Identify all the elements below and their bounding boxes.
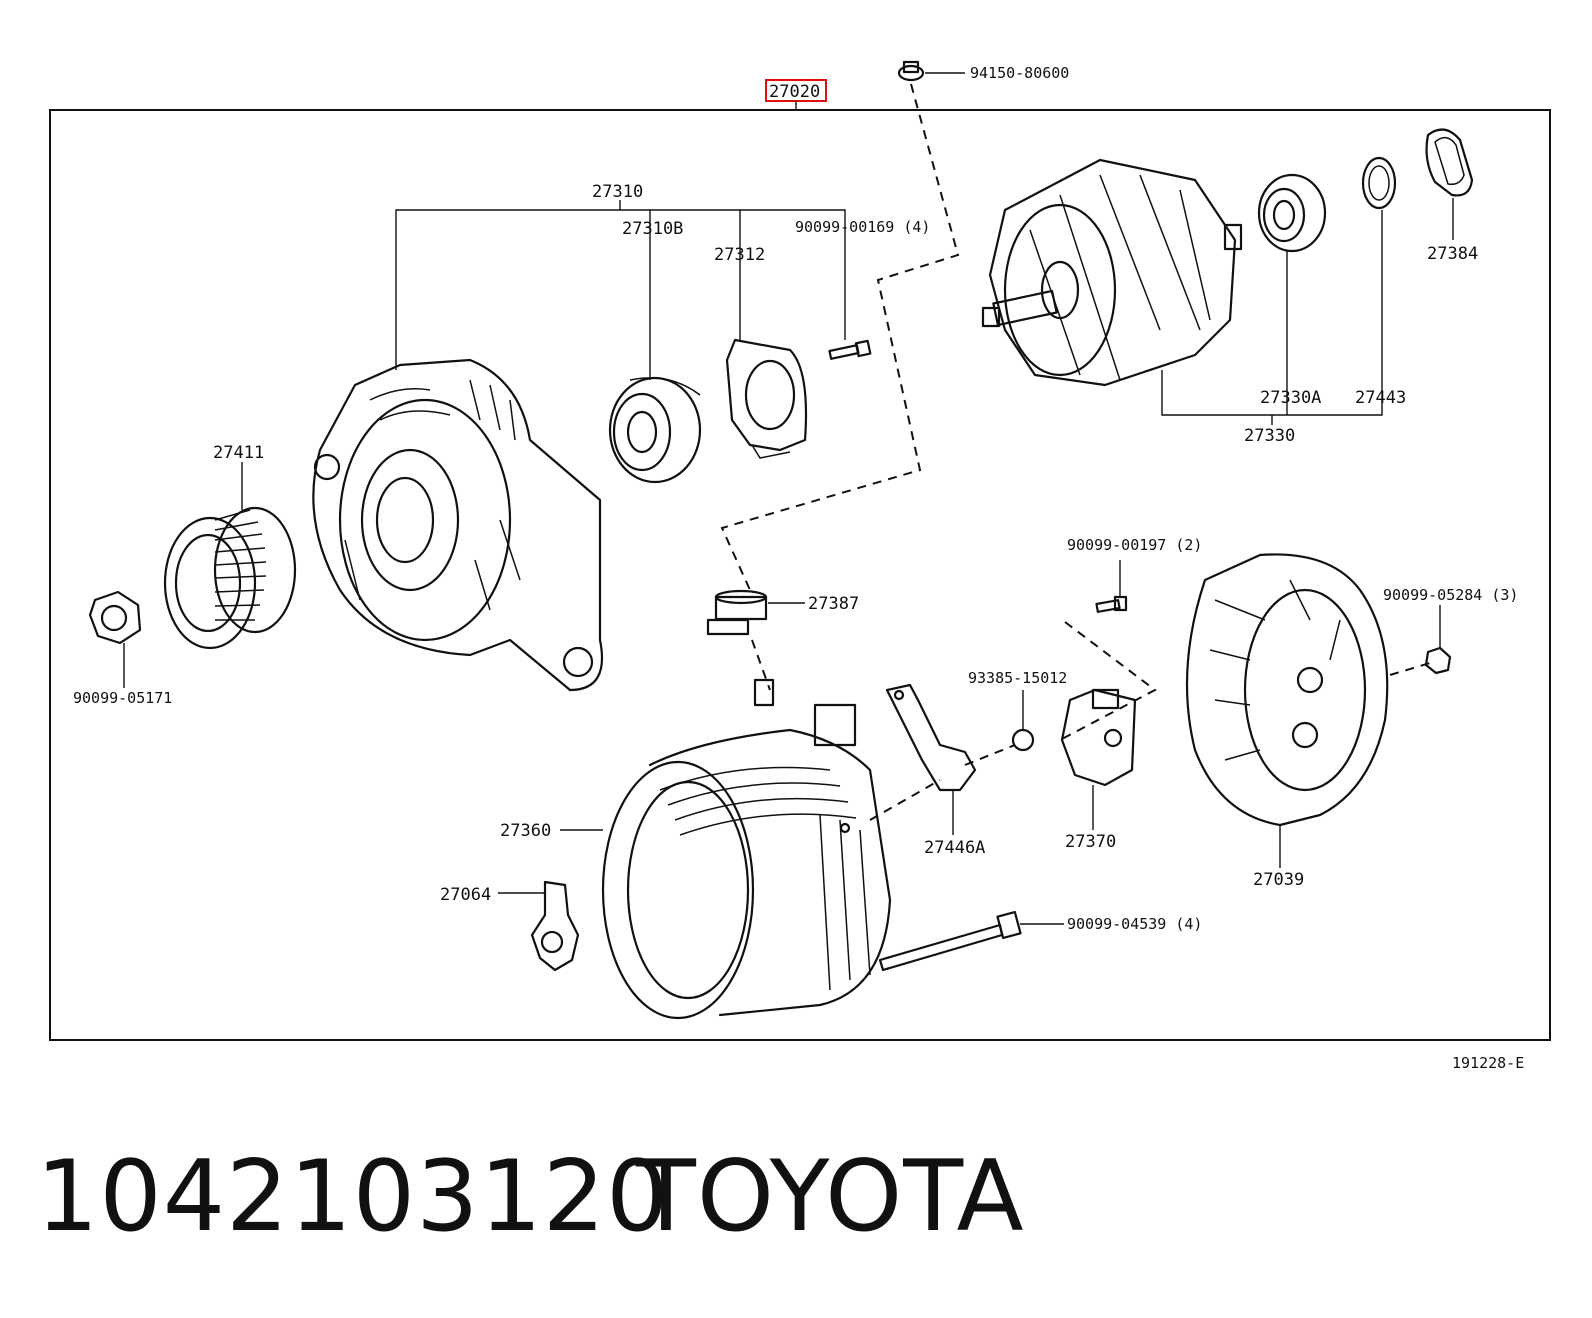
part-27360-rectifier-end-frame[interactable] xyxy=(560,678,892,1020)
caption-brand: TOYOTA xyxy=(636,1140,1025,1254)
part-90099-04539-through-bolt[interactable] xyxy=(878,910,1064,972)
label-27411[interactable]: 27411 xyxy=(213,443,264,463)
part-90099-05171-nut[interactable] xyxy=(88,590,142,688)
part-93385-15012-washer[interactable] xyxy=(1011,690,1035,752)
connector-dashed-line xyxy=(1059,621,1157,741)
part-27312-retainer-plate[interactable] xyxy=(725,338,808,459)
part-27446A-terminal-plate[interactable] xyxy=(885,683,977,835)
part-94150-80600-nut[interactable] xyxy=(897,60,965,82)
label-27387[interactable]: 27387 xyxy=(808,594,859,614)
label-27443[interactable]: 27443 xyxy=(1355,388,1406,408)
part-27387-insulator[interactable] xyxy=(706,589,805,636)
label-27312[interactable]: 27312 xyxy=(714,245,765,265)
label-90099-00197[interactable]: 90099-00197 (2) xyxy=(1067,536,1202,554)
part-27330-rotor[interactable] xyxy=(981,158,1243,387)
part-27064-bracket[interactable] xyxy=(498,880,580,972)
label-27384[interactable]: 27384 xyxy=(1427,244,1478,264)
part-27310B-bearing[interactable] xyxy=(608,376,702,484)
label-27310B[interactable]: 27310B xyxy=(622,219,683,239)
part-27330A-bearing[interactable] xyxy=(1257,173,1327,253)
assembly-code-label[interactable]: 27020 xyxy=(769,82,820,102)
part-27310-drive-end-frame[interactable] xyxy=(312,358,604,692)
part-90099-00169-screw[interactable] xyxy=(828,339,872,360)
label-27064[interactable]: 27064 xyxy=(440,885,491,905)
label-27310[interactable]: 27310 xyxy=(592,182,643,202)
part-27370-brush-holder[interactable] xyxy=(1060,688,1137,830)
part-27411-pulley[interactable] xyxy=(163,462,297,650)
label-90099-05171[interactable]: 90099-05171 xyxy=(73,689,172,707)
label-93385-15012[interactable]: 93385-15012 xyxy=(968,669,1067,687)
label-94150-80600[interactable]: 94150-80600 xyxy=(970,64,1069,82)
diagram-frame xyxy=(49,109,1551,1041)
part-27443-ring[interactable] xyxy=(1361,156,1397,210)
figure-reference: 191228-E xyxy=(1452,1054,1524,1072)
caption-part-number: 1042103120 xyxy=(36,1140,670,1254)
label-27330A[interactable]: 27330A xyxy=(1260,388,1321,408)
part-90099-05284-nut[interactable] xyxy=(1424,605,1452,675)
label-27039[interactable]: 27039 xyxy=(1253,870,1304,890)
label-90099-00169[interactable]: 90099-00169 (4) xyxy=(795,218,930,236)
label-27360[interactable]: 27360 xyxy=(500,821,551,841)
label-27330[interactable]: 27330 xyxy=(1244,426,1295,446)
connector-dashed-line xyxy=(964,744,1016,766)
label-90099-04539[interactable]: 90099-04539 (4) xyxy=(1067,915,1202,933)
label-90099-05284[interactable]: 90099-05284 (3) xyxy=(1383,586,1518,604)
part-90099-00197-screw[interactable] xyxy=(1095,560,1128,613)
connector-dashed-line xyxy=(720,83,960,591)
connector-dashed-line xyxy=(869,779,941,821)
part-27039-rear-cover[interactable] xyxy=(1185,553,1389,868)
label-27446A[interactable]: 27446A xyxy=(924,838,985,858)
connector-dashed-line xyxy=(751,639,771,691)
connector-dashed-line xyxy=(1389,662,1431,676)
label-27370[interactable]: 27370 xyxy=(1065,832,1116,852)
part-27384-cover[interactable] xyxy=(1425,128,1474,240)
